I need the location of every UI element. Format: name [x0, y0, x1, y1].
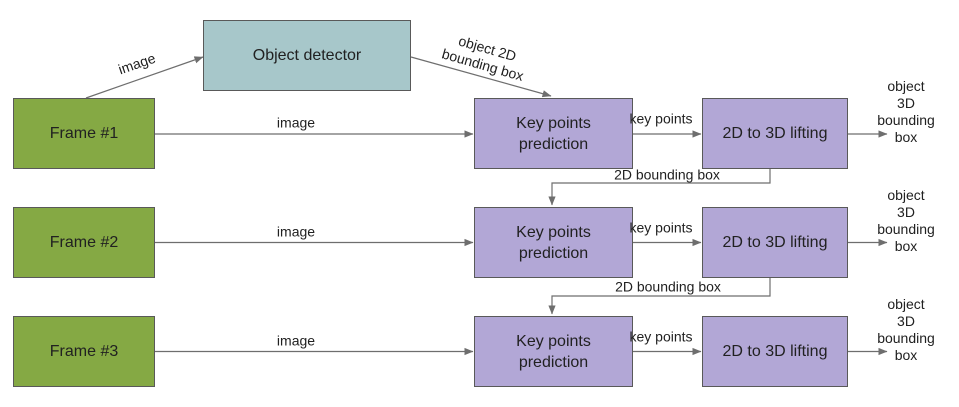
node-keypoints-prediction-2: Key points prediction [474, 207, 633, 278]
node-frame-3-label: Frame #3 [49, 343, 119, 360]
arrow-detector-to-keypoints1 [410, 56, 552, 98]
node-frame-1-label: Frame #1 [49, 125, 119, 142]
edge-label-image-row2: image [276, 223, 316, 240]
node-2d-to-3d-lifting-1-label: 2D to 3D lifting [722, 125, 828, 142]
node-2d-to-3d-lifting-2-label: 2D to 3D lifting [722, 234, 828, 251]
node-2d-to-3d-lifting-3: 2D to 3D lifting [702, 316, 848, 387]
node-2d-to-3d-lifting-3-label: 2D to 3D lifting [722, 343, 828, 360]
edge-label-key-points-row3: key points [629, 328, 693, 345]
edge-label-object-3d-bounding-box-row3: object 3D bounding box [877, 296, 935, 363]
node-keypoints-prediction-3-label: Key points prediction [516, 332, 591, 371]
edge-label-object-3d-bounding-box-row1: object 3D bounding box [877, 78, 935, 145]
node-keypoints-prediction-3: Key points prediction [474, 316, 633, 387]
node-object-detector: Object detector [203, 20, 411, 91]
edge-label-image-row3: image [276, 332, 316, 349]
edge-label-2d-bounding-box-2: 2D bounding box [615, 278, 721, 295]
node-frame-2-label: Frame #2 [49, 234, 119, 251]
node-keypoints-prediction-1: Key points prediction [474, 98, 633, 169]
node-frame-3: Frame #3 [13, 316, 155, 387]
node-2d-to-3d-lifting-2: 2D to 3D lifting [702, 207, 848, 278]
node-frame-1: Frame #1 [13, 98, 155, 169]
edge-label-image-row1: image [276, 114, 316, 131]
arrow-frame1-to-detector [85, 56, 204, 99]
edge-label-2d-bounding-box-1: 2D bounding box [614, 166, 720, 183]
node-2d-to-3d-lifting-1: 2D to 3D lifting [702, 98, 848, 169]
node-frame-2: Frame #2 [13, 207, 155, 278]
node-object-detector-label: Object detector [252, 47, 362, 64]
arrow-lifting2-to-keypoints3 [548, 278, 771, 315]
node-keypoints-prediction-2-label: Key points prediction [516, 223, 591, 262]
arrow-lifting1-to-keypoints2 [548, 169, 771, 206]
edge-label-object-3d-bounding-box-row2: object 3D bounding box [877, 187, 935, 254]
node-keypoints-prediction-1-label: Key points prediction [516, 114, 591, 153]
edge-label-key-points-row1: key points [629, 110, 693, 127]
edge-label-key-points-row2: key points [629, 219, 693, 236]
